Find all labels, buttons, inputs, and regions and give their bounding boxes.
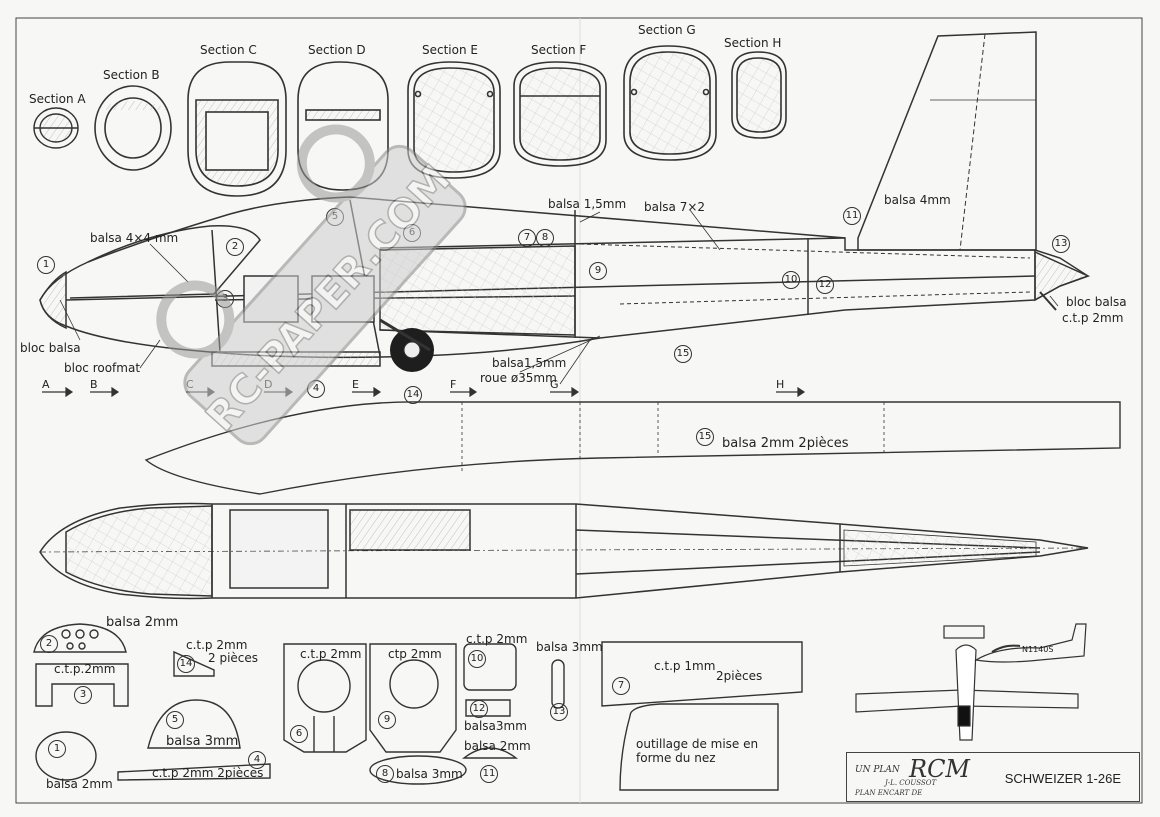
section-f-label: Section F: [531, 43, 587, 57]
part-number-7: 7: [518, 229, 536, 247]
section-e-label: Section E: [422, 43, 478, 57]
section-f-drawing: [513, 61, 607, 167]
label-nose-tool: outillage de mise en forme du nez: [636, 737, 759, 765]
sheet-border: [15, 17, 1143, 804]
part-number-6-small: 6: [290, 725, 308, 743]
section-a-label: Section A: [29, 92, 86, 106]
cut-d: D: [264, 378, 273, 391]
label-part-14: c.t.p 2mm: [186, 638, 248, 652]
label-balsa-7x2: balsa 7×2: [644, 200, 706, 214]
label-balsa-15-top: balsa 1,5mm: [548, 197, 627, 211]
part-number-9: 9: [589, 262, 607, 280]
section-a-drawing: [33, 107, 79, 149]
part-number-11: 11: [843, 207, 861, 225]
label-part-9: ctp 2mm: [388, 647, 442, 661]
vertical-fin: [857, 31, 1090, 311]
section-d-drawing: [297, 61, 389, 191]
label-bloc-balsa-tail: bloc balsa: [1066, 295, 1127, 309]
title-brand: RCM: [909, 755, 971, 783]
title-line1: UN PLAN: [855, 765, 900, 775]
part-number-14-small: 14: [177, 655, 195, 673]
title-block: UN PLAN RCM J-L. COUSSOT PLAN ENCART DE …: [846, 752, 1140, 802]
part-number-5: 5: [326, 208, 344, 226]
part-number-1-small: 1: [48, 740, 66, 758]
part-number-15: 15: [674, 345, 692, 363]
part-number-3: 3: [216, 290, 234, 308]
section-cut-arrows: [42, 386, 806, 398]
label-part-1: balsa 2mm: [46, 777, 113, 791]
label-part-7-b: 2pièces: [716, 669, 763, 683]
section-b-drawing: [94, 85, 172, 171]
section-e-drawing: [407, 61, 501, 179]
label-part-15: balsa 2mm 2pièces: [722, 436, 849, 451]
cut-e: E: [352, 378, 359, 391]
section-c-drawing: [187, 61, 287, 197]
side-view-fuselage: [39, 196, 1090, 367]
label-part-11: balsa 2mm: [464, 739, 531, 753]
label-ctp-tail: c.t.p 2mm: [1062, 311, 1124, 325]
part-number-13: 13: [1052, 235, 1070, 253]
cut-c: C: [186, 378, 194, 391]
part-number-2: 2: [226, 238, 244, 256]
label-roue: roue ø35mm: [480, 371, 557, 385]
cut-g: G: [550, 378, 559, 391]
part-number-10: 10: [782, 271, 800, 289]
part-number-3-small: 3: [74, 686, 92, 704]
section-c-label: Section C: [200, 43, 257, 57]
label-part-6: c.t.p 2mm: [300, 647, 362, 661]
label-part-13: balsa 3mm: [536, 640, 603, 654]
label-part-7: c.t.p 1mm: [654, 659, 716, 673]
part-number-4: 4: [307, 380, 325, 398]
cut-a: A: [42, 378, 50, 391]
part-number-9-small: 9: [378, 711, 396, 729]
section-h-drawing: [731, 51, 787, 139]
cut-b: B: [90, 378, 98, 391]
section-h-label: Section H: [724, 36, 782, 50]
label-balsa-15-bottom: balsa1,5mm: [492, 356, 567, 370]
part-number-8: 8: [536, 229, 554, 247]
registration-text: N1140S: [1022, 645, 1054, 654]
section-g-label: Section G: [638, 23, 696, 37]
label-part-14-b: 2 pièces: [208, 651, 259, 665]
label-part-8: balsa 3mm: [396, 767, 463, 781]
label-part-10: c.t.p 2mm: [466, 632, 528, 646]
part-number-15-panel: 15: [696, 428, 714, 446]
title-author: J-L. COUSSOT: [885, 779, 937, 787]
section-d-label: Section D: [308, 43, 366, 57]
label-part-5: balsa 3mm: [166, 734, 239, 749]
label-part-4: c.t.p 2mm 2pièces: [152, 766, 264, 780]
model-name: SCHWEIZER 1-26E: [1004, 771, 1121, 786]
label-balsa-4x4: balsa 4×4 mm: [90, 231, 179, 245]
label-part-12: balsa3mm: [464, 719, 527, 733]
section-g-drawing: [623, 45, 717, 161]
part-number-2-small: 2: [40, 635, 58, 653]
cut-f: F: [450, 378, 457, 391]
label-bloc-balsa: bloc balsa: [20, 341, 81, 355]
label-part-3: c.t.p.2mm: [54, 662, 116, 676]
three-view-sketch: [855, 623, 1087, 741]
section-b-label: Section B: [103, 68, 160, 82]
part-number-1: 1: [37, 256, 55, 274]
top-view-fuselage: [39, 502, 1089, 600]
part-number-14: 14: [404, 386, 422, 404]
part-number-12-small: 12: [470, 700, 488, 718]
label-part-2: balsa 2mm: [106, 615, 179, 630]
part-number-11-small: 11: [480, 765, 498, 783]
part-number-4-small: 4: [248, 751, 266, 769]
part-number-10-small: 10: [468, 650, 486, 668]
part-number-5-small: 5: [166, 711, 184, 729]
label-balsa-4mm: balsa 4mm: [884, 193, 951, 207]
label-bloc-roofmat: bloc roofmat: [64, 361, 141, 375]
part-number-6: 6: [403, 224, 421, 242]
title-encart: PLAN ENCART DE: [855, 789, 923, 797]
part-number-12: 12: [816, 276, 834, 294]
part-number-8-small: 8: [376, 765, 394, 783]
cut-h: H: [776, 378, 785, 391]
part-number-7-small: 7: [612, 677, 630, 695]
part-15-panel: [144, 401, 1121, 495]
small-parts: [33, 623, 803, 791]
part-number-13-small: 13: [550, 703, 568, 721]
